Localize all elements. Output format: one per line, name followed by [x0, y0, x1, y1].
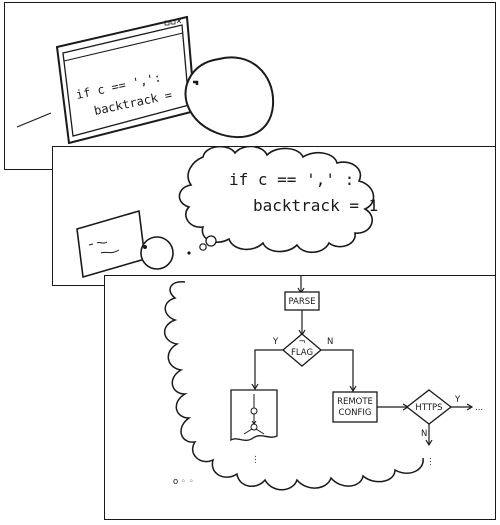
- panel-2-drawing: if c == ',' : backtrack = 1: [76, 147, 378, 279]
- window-close-icon: [176, 18, 182, 24]
- flag-yes-label: Y: [272, 337, 279, 347]
- small-head: [140, 236, 174, 270]
- window-maximize-icon: [170, 19, 176, 25]
- remote-config-box: [332, 391, 378, 423]
- monitor: [55, 15, 197, 145]
- https-label: HTTPS: [415, 403, 442, 413]
- thought-cloud: [178, 147, 375, 254]
- window-minimize-icon: [164, 20, 170, 26]
- flag-mark: ¬: [298, 337, 305, 347]
- thought-dot-small: [187, 251, 191, 255]
- small-monitor: [76, 209, 146, 279]
- programmer-head: [184, 56, 275, 139]
- flag-no-label: N: [327, 337, 333, 347]
- comic-panel-2: if c == ',' : backtrack = 1: [52, 146, 496, 286]
- flag-diamond: [281, 333, 323, 367]
- bottom-thought-dots: o ◦ ◦: [173, 477, 194, 487]
- remote-config-line1: REMOTE: [337, 397, 373, 407]
- parse-label: PARSE: [288, 297, 315, 307]
- thought-dot-large: [205, 235, 217, 247]
- remote-config-line2: CONFIG: [339, 408, 372, 418]
- right-ellipsis: ...: [475, 403, 483, 413]
- down-ellipsis: ⋮: [426, 457, 435, 467]
- panel-1-drawing: if c == ',': backtrack =: [16, 15, 275, 145]
- desk-edge: [16, 112, 52, 128]
- loop-ellipsis: ⋮: [251, 455, 260, 465]
- comic-panel-1: if c == ',': backtrack =: [4, 2, 496, 170]
- eye: [193, 80, 199, 85]
- thought-code-line-2: backtrack = 1: [253, 196, 378, 215]
- thought-dot-medium: [199, 243, 207, 251]
- https-yes-label: Y: [454, 395, 461, 405]
- comic-panel-3: PARSE ¬ FLAG Y N ⋮ REMOTE CONFIG HTTPS: [104, 275, 496, 520]
- thought-code-line-1: if c == ',' :: [229, 170, 354, 189]
- panel-3-drawing: PARSE ¬ FLAG Y N ⋮ REMOTE CONFIG HTTPS: [164, 276, 483, 491]
- https-no-label: N: [421, 429, 427, 439]
- flag-label: FLAG: [291, 348, 313, 358]
- small-eye: [143, 245, 147, 249]
- flowchart-cloud: [164, 281, 424, 491]
